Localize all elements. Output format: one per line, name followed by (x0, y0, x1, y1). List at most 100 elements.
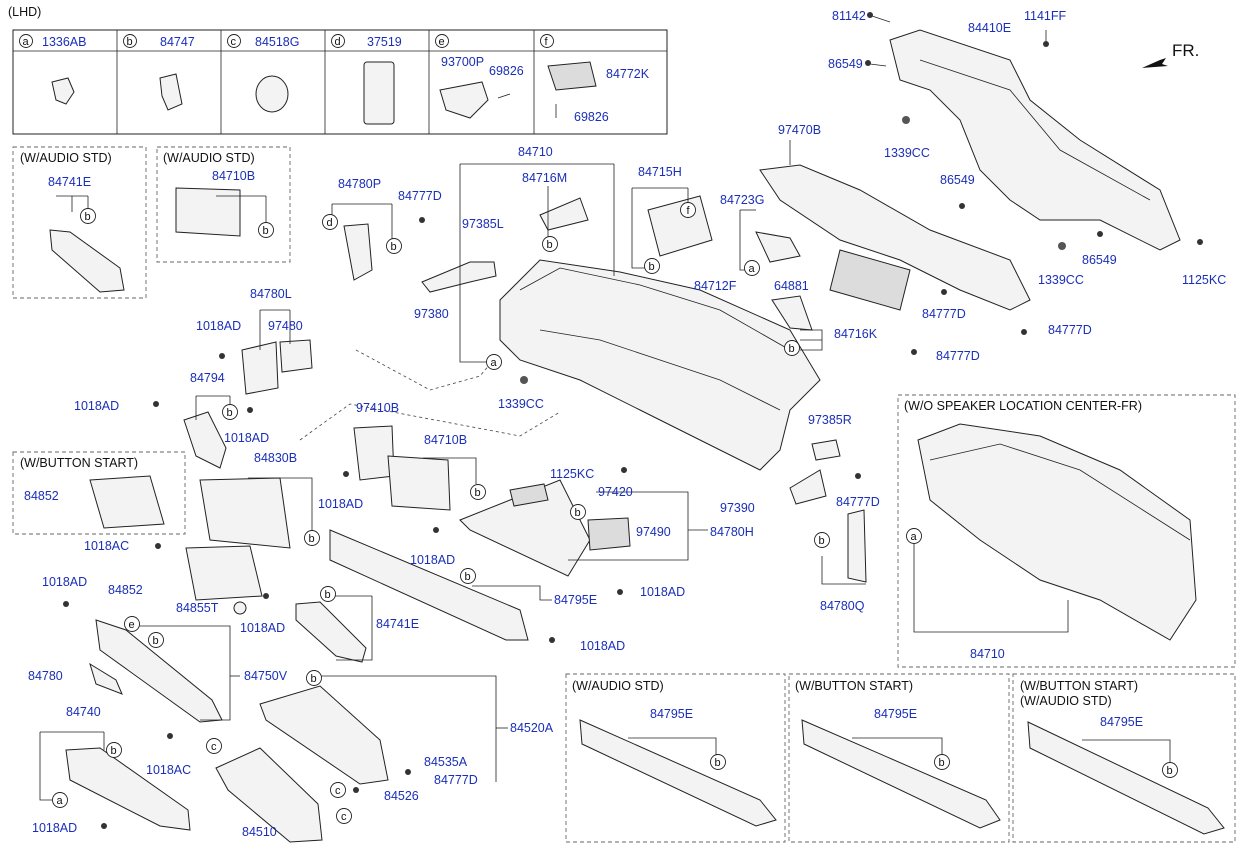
svg-text:b: b (939, 757, 945, 769)
vent-97480 (279, 339, 313, 373)
cover-84715H (647, 195, 713, 257)
trim-84741E-a (49, 229, 125, 293)
svg-text:c: c (341, 811, 347, 823)
label-1018AC: 1018AC (84, 539, 129, 553)
trim-84741E-b (295, 601, 367, 663)
svg-text:b: b (153, 635, 159, 647)
label-84780P: 84780P (338, 177, 381, 191)
svg-text:b: b (263, 225, 269, 237)
svg-text:b: b (311, 673, 317, 685)
label-84795E-a: 84795E (650, 707, 693, 721)
label-84852-b: 84852 (108, 583, 143, 597)
garnish-84795E-a (579, 719, 777, 827)
panel-84740 (65, 747, 191, 831)
label-1018AD-d: 1018AD (318, 497, 363, 511)
label-84777D-b: 84777D (922, 307, 966, 321)
label-84852-a: 84852 (24, 489, 59, 503)
variant-button-audio-1: (W/BUTTON START) (1020, 679, 1138, 693)
clip-b-icon (159, 73, 183, 111)
label-84777D-a: 84777D (398, 189, 442, 203)
label-84777D-c: 84777D (1048, 323, 1092, 337)
svg-text:b: b (111, 745, 117, 757)
glovebox-84520A (259, 685, 389, 785)
variant-audio-3: (W/AUDIO STD) (572, 679, 664, 693)
label-84723G: 84723G (720, 193, 764, 207)
glovebox-84510 (215, 747, 323, 843)
svg-text:b: b (649, 261, 655, 273)
cover-84780P (343, 223, 373, 281)
label-84741E-b: 84741E (376, 617, 419, 631)
hood-84830B (199, 477, 291, 549)
label-84777D-e: 84777D (836, 495, 880, 509)
label-1018AD-b: 1018AD (74, 399, 119, 413)
svg-text:c: c (231, 36, 237, 48)
svg-text:d: d (335, 36, 341, 48)
variant-box-audio-3 (565, 673, 786, 843)
svg-text:b: b (475, 487, 481, 499)
variant-audio-1: (W/AUDIO STD) (20, 151, 112, 165)
label-84855T: 84855T (176, 601, 219, 615)
label-84520A: 84520A (510, 721, 554, 735)
sensor-f-icon (547, 61, 597, 91)
lhd-label: (LHD) (8, 5, 41, 19)
bracket-84723G (755, 231, 801, 263)
svg-text:b: b (309, 533, 315, 545)
variant-box-button-2 (788, 673, 1010, 843)
label-84795E-c: 84795E (1100, 715, 1143, 729)
legend-f-sub: 69826 (574, 110, 609, 124)
svg-text:b: b (127, 36, 133, 48)
garnish-84795E-c (1027, 721, 1225, 835)
variant-box-audio-2 (156, 146, 291, 263)
legend-a-part: 1336AB (42, 35, 86, 49)
cover-84780 (89, 662, 123, 695)
module-e-icon (439, 81, 489, 119)
label-1018AD-h: 1018AD (640, 585, 685, 599)
label-84780Q: 84780Q (820, 599, 865, 613)
vent-97490 (587, 517, 631, 551)
label-1018AC-b: 1018AC (146, 763, 191, 777)
variant-box-audio-1 (12, 146, 147, 299)
label-1018AD-j: 1018AD (32, 821, 77, 835)
svg-text:b: b (1167, 765, 1173, 777)
variant-box-wo-speaker (897, 394, 1236, 668)
label-84795E-b: 84795E (874, 707, 917, 721)
crash-pad-wo-speaker (917, 423, 1197, 641)
ring-84855T (233, 601, 247, 615)
crash-pad-main (499, 259, 821, 471)
svg-text:a: a (749, 263, 756, 275)
label-86549-c: 86549 (1082, 253, 1117, 267)
label-1018AD-i: 1018AD (580, 639, 625, 653)
variant-button-2: (W/BUTTON START) (795, 679, 913, 693)
label-84710-c: 84710 (970, 647, 1005, 661)
clip-a-icon (51, 77, 75, 105)
label-97380: 97380 (414, 307, 449, 321)
label-84410E: 84410E (968, 21, 1011, 35)
label-84510: 84510 (242, 825, 277, 839)
label-64881: 64881 (774, 279, 809, 293)
cover-84852-b (185, 545, 263, 601)
garnish-84795E (329, 529, 529, 641)
label-97390: 97390 (720, 501, 755, 515)
label-84715H: 84715H (638, 165, 682, 179)
label-1125KC-b: 1125KC (550, 467, 594, 481)
label-84740: 84740 (66, 705, 101, 719)
vent-97390 (789, 469, 827, 505)
legend-table: a b c d e f 1336AB 84747 84518G 37519 93… (12, 29, 668, 135)
label-84710B-b: 84710B (424, 433, 467, 447)
cover-84852-a (89, 475, 165, 529)
svg-text:a: a (491, 357, 498, 369)
variant-wo-speaker: (W/O SPEAKER LOCATION CENTER-FR) (904, 399, 1142, 413)
svg-text:e: e (439, 36, 445, 48)
label-1339CC-b: 1339CC (1038, 273, 1084, 287)
svg-text:b: b (547, 239, 553, 251)
legend-b-part: 84747 (160, 35, 195, 49)
front-label: FR. (1172, 41, 1199, 60)
label-1018AD-e: 1018AD (410, 553, 455, 567)
label-97470B: 97470B (778, 123, 821, 137)
air-duct (759, 164, 1031, 311)
label-97480: 97480 (268, 319, 303, 333)
svg-text:b: b (227, 407, 233, 419)
bezel-84710B-b (387, 455, 451, 511)
leader-lines (39, 140, 1171, 801)
svg-text:b: b (789, 343, 795, 355)
